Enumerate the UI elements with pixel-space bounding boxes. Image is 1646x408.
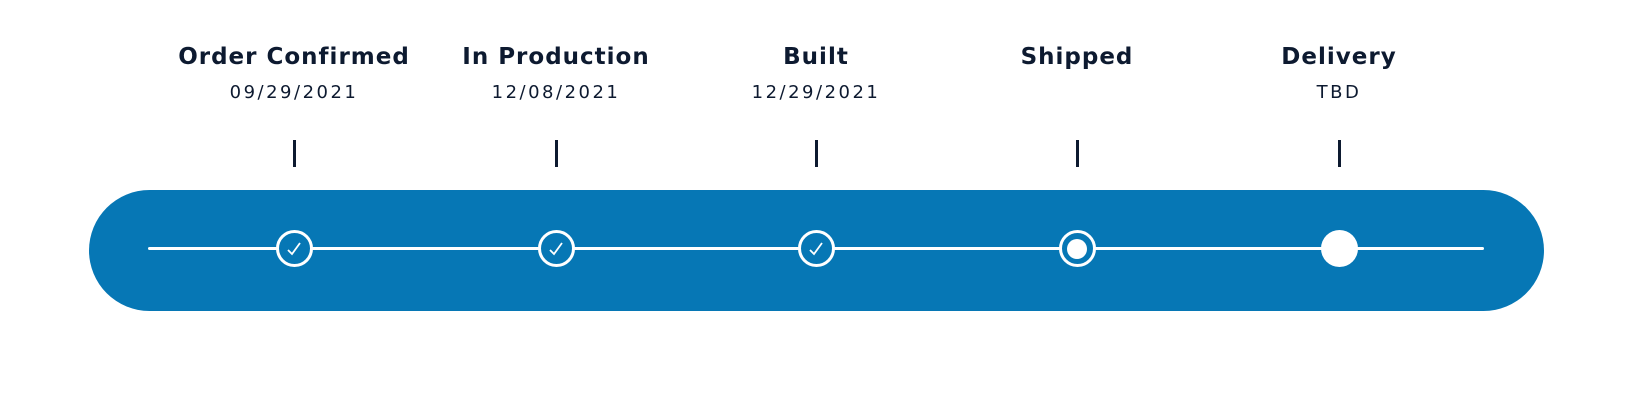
pending-dot-icon [1320,230,1358,267]
step-tick [1337,140,1341,167]
step-tick [292,140,296,167]
step-tick [554,140,558,167]
step-date [927,76,1227,110]
step-title: Order Confirmed [178,44,410,70]
step-tick [814,140,818,167]
step-tick [1075,140,1079,167]
check-icon [797,230,835,267]
step-title: In Production [462,44,650,70]
step-order-confirmed: Order Confirmed 09/29/2021 [144,40,444,110]
step-delivery: Delivery TBD [1189,40,1489,110]
step-built: Built 12/29/2021 [666,40,966,110]
step-in-production: In Production 12/08/2021 [406,40,706,110]
step-date: 12/29/2021 [751,82,881,103]
step-shipped: Shipped [927,40,1227,110]
step-title: Built [783,44,849,70]
step-title: Delivery [1281,44,1397,70]
check-icon [537,230,575,267]
step-date: 12/08/2021 [491,82,621,103]
step-date: TBD [1316,82,1362,103]
step-date: 09/29/2021 [229,82,359,103]
check-icon [275,230,313,267]
step-title: Shipped [1020,44,1134,70]
current-dot-icon [1058,230,1096,267]
